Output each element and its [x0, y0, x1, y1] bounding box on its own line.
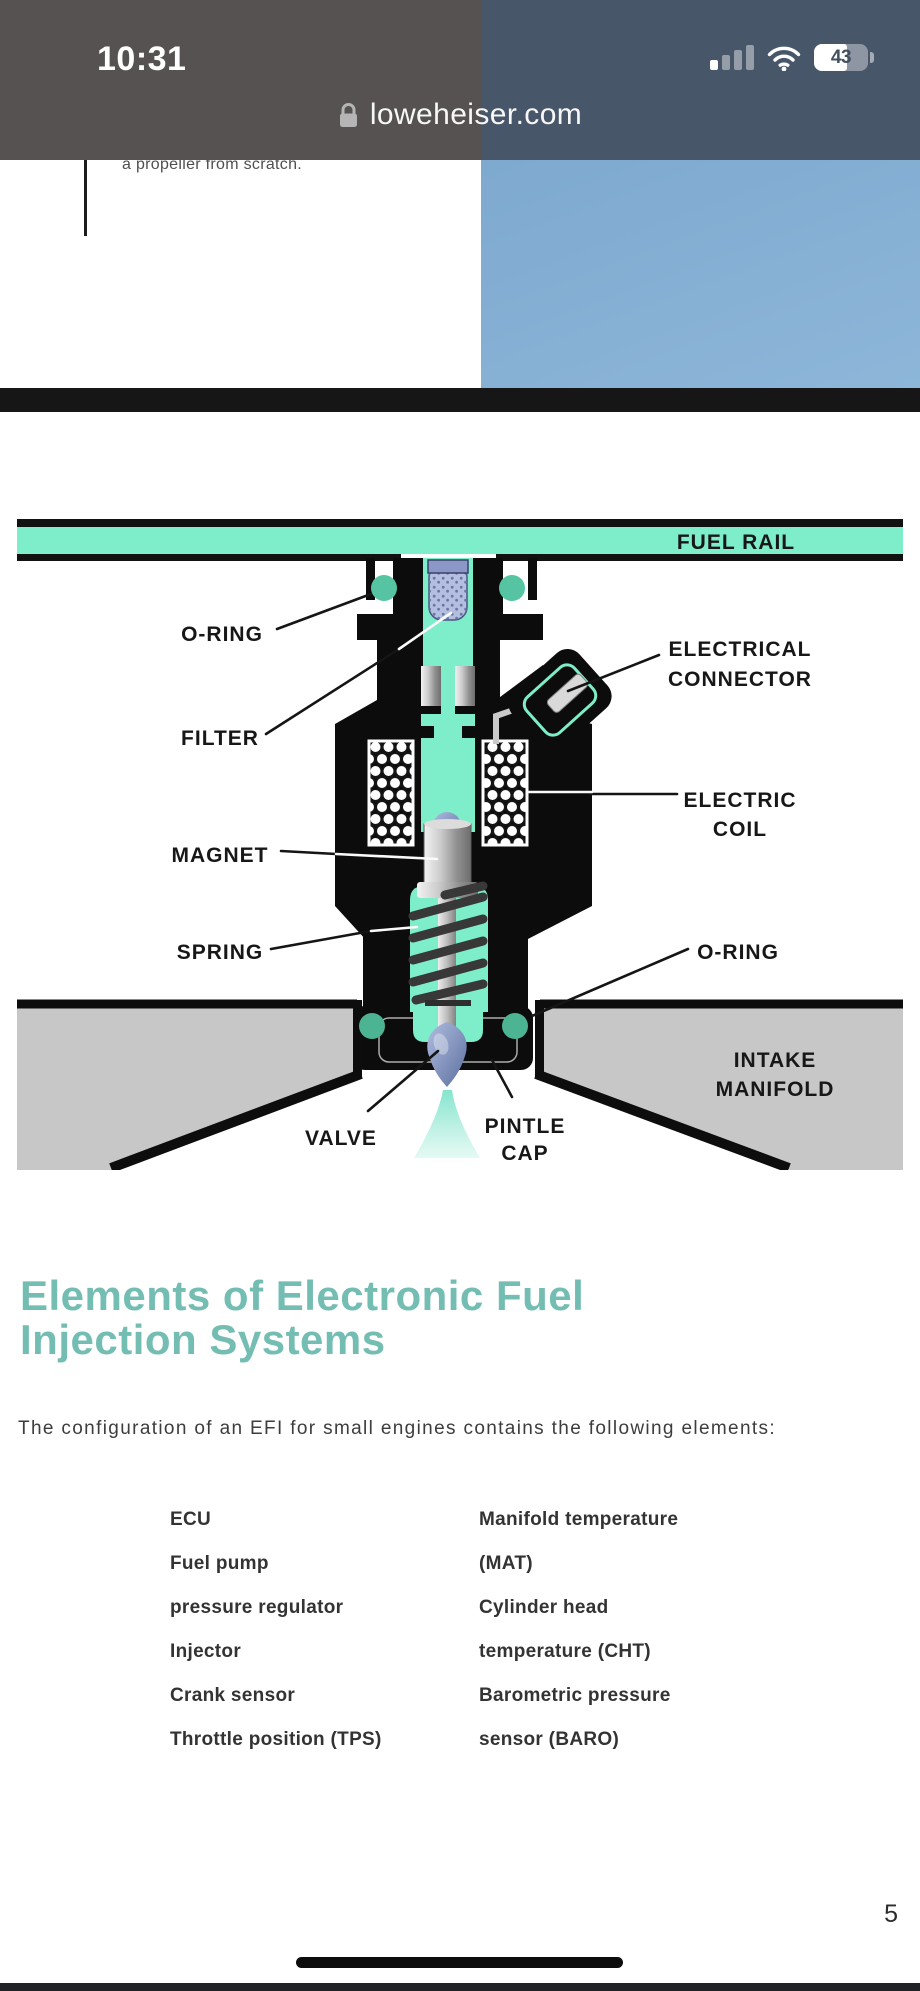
fuel-rail: FUEL RAIL — [17, 519, 903, 561]
fuel-spray — [414, 1090, 480, 1158]
label-o-ring-left: O-RING — [181, 623, 263, 646]
label-intake-manifold-2: MANIFOLD — [716, 1078, 835, 1101]
content-divider-bar — [0, 388, 920, 412]
clock-label: 10:31 — [97, 40, 187, 78]
section-heading-line2: Injection Systems — [20, 1316, 386, 1363]
list-item: Manifold temperature — [479, 1509, 679, 1530]
label-fuel-rail: FUEL RAIL — [677, 531, 795, 554]
o-ring-top-left — [371, 575, 397, 601]
battery-icon: 43 — [814, 44, 868, 71]
list-item: Injector — [170, 1641, 242, 1662]
label-pintle-cap-1: PINTLE — [485, 1115, 566, 1138]
leader-lines-inner — [334, 611, 594, 933]
list-item: (MAT) — [479, 1553, 533, 1574]
label-o-ring-right: O-RING — [697, 941, 779, 964]
leader-lines — [264, 592, 690, 1113]
list-item: pressure regulator — [170, 1597, 344, 1618]
o-ring-bottom-right — [502, 1013, 528, 1039]
lock-icon — [339, 102, 357, 127]
electrical-connector — [493, 648, 612, 752]
elements-list-column-2: Manifold temperature (MAT) Cylinder head… — [479, 1498, 678, 1762]
label-electric-coil-2: COIL — [713, 818, 767, 841]
label-pintle-cap-2: CAP — [501, 1142, 548, 1165]
status-icons: 43 — [709, 44, 874, 71]
o-ring-bottom-left — [359, 1013, 385, 1039]
blockquote-bar — [84, 158, 87, 236]
list-item: ECU — [170, 1509, 212, 1530]
spring — [408, 881, 488, 1005]
valve — [427, 1022, 467, 1087]
o-ring-top-right — [499, 575, 525, 601]
label-valve: VALVE — [305, 1127, 377, 1150]
list-item: Cylinder head — [479, 1597, 609, 1618]
elements-list-column-1: ECU Fuel pump pressure regulator Injecto… — [170, 1498, 382, 1762]
status-url-header: 10:31 43 loweheiser.com — [0, 0, 920, 160]
electric-coil-windows — [367, 739, 529, 847]
list-item: Crank sensor — [170, 1685, 296, 1706]
list-item: Barometric pressure — [479, 1685, 671, 1706]
intro-paragraph: The configuration of an EFI for small en… — [18, 1418, 776, 1439]
label-intake-manifold-1: INTAKE — [734, 1049, 817, 1072]
cellular-signal-icon — [709, 45, 754, 70]
list-item: Throttle position (TPS) — [170, 1729, 382, 1750]
label-magnet: MAGNET — [172, 844, 269, 867]
url-domain: loweheiser.com — [369, 98, 583, 131]
magnet — [417, 812, 478, 898]
wifi-icon — [767, 46, 801, 71]
battery-fill — [814, 44, 848, 71]
label-electric-coil-1: ELECTRIC — [684, 789, 797, 812]
screen-bottom-edge — [0, 1983, 920, 1991]
filter-element — [427, 559, 469, 621]
label-electrical-connector-1: ELECTRICAL — [669, 638, 812, 661]
label-electrical-connector-2: CONNECTOR — [668, 668, 812, 691]
fuel-injector-diagram: FUEL RAIL — [17, 519, 903, 1170]
page-number: 5 — [884, 1900, 898, 1928]
home-indicator[interactable] — [296, 1957, 623, 1968]
intake-manifold — [17, 999, 903, 1170]
clipped-paragraph: a propeller from scratch. — [122, 156, 303, 173]
list-item: sensor (BARO) — [479, 1729, 620, 1750]
battery-nub — [870, 52, 874, 63]
list-item: Fuel pump — [170, 1553, 269, 1574]
section-heading: Elements of Electronic Fuel Injection Sy… — [20, 1274, 900, 1362]
label-filter: FILTER — [181, 727, 259, 750]
spring-seat — [425, 1000, 471, 1006]
section-heading-line1: Elements of Electronic Fuel — [20, 1272, 585, 1319]
label-spring: SPRING — [177, 941, 264, 964]
battery-percent: 43 — [830, 46, 852, 68]
url-bar[interactable]: loweheiser.com — [0, 98, 920, 132]
list-item: temperature (CHT) — [479, 1641, 651, 1662]
